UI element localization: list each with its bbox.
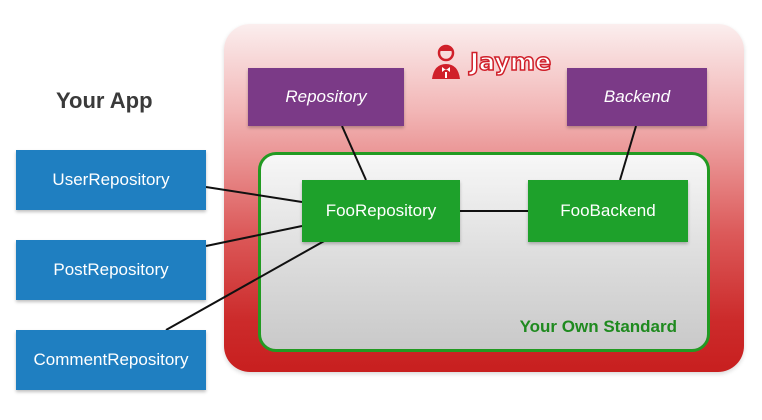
your-app-title: Your App <box>56 88 153 113</box>
standard-label: Your Own Standard <box>519 317 677 336</box>
backend-box: Backend <box>567 68 707 126</box>
foo-backend-box: FooBackend <box>528 180 688 242</box>
user-repository-box: UserRepository <box>16 150 206 210</box>
foo-repository-box: FooRepository <box>302 180 460 242</box>
repository-box: Repository <box>248 68 404 126</box>
jayme-logo-text: Jayme <box>469 47 552 77</box>
post-repository-box: PostRepository <box>16 240 206 300</box>
butler-icon <box>432 44 460 79</box>
comment-repository-box: CommentRepository <box>16 330 206 390</box>
